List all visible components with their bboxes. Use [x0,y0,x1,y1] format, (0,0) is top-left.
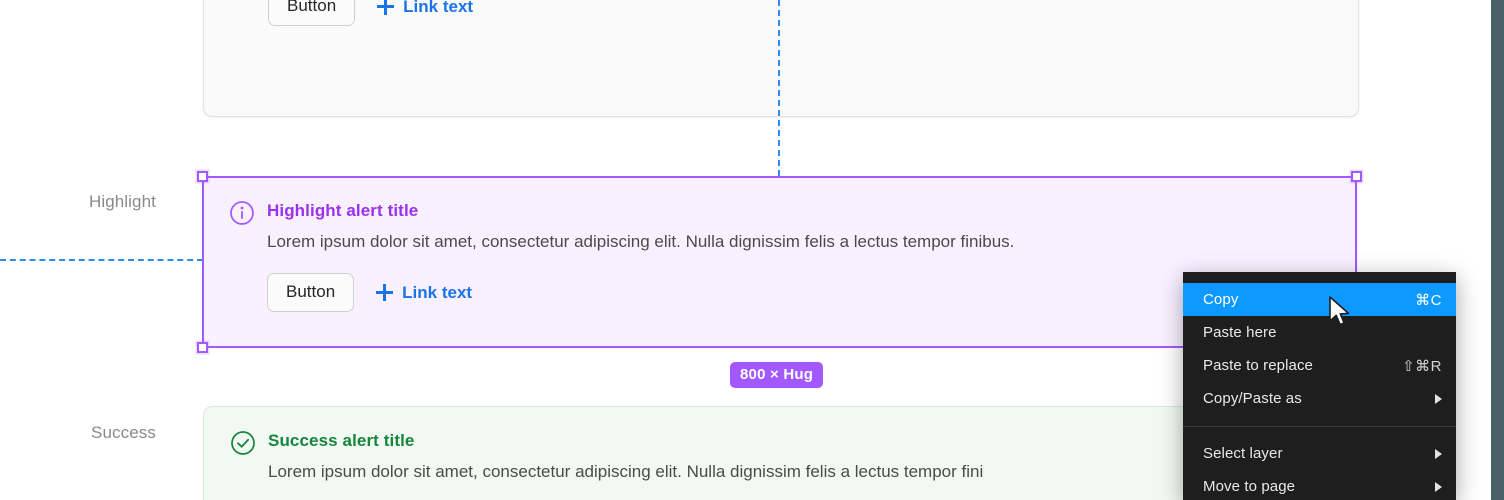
menu-item-paste-here[interactable]: Paste here [1183,316,1456,349]
menu-item-shortcut: ⇧⌘R [1402,357,1442,375]
alert-body: Lorem ipsum dolor sit amet, consectetur … [268,0,1332,26]
menu-item-label: Move to page [1203,478,1296,495]
alert-actions: Button Link text [268,0,1332,26]
alert-button[interactable]: Button [268,0,356,26]
window-edge-strip [1491,0,1504,500]
alert-actions: Button Link text [267,273,1332,312]
alert-row: Lorem ipsum dolor sit amet, consectetur … [230,0,1332,26]
alert-row: Highlight alert title Lorem ipsum dolor … [229,199,1332,312]
menu-item-copy-paste-as[interactable]: Copy/Paste as [1183,382,1456,415]
mouse-cursor-icon [1328,296,1352,330]
alert-link[interactable]: Link text [377,0,473,17]
submenu-arrow-icon [1435,393,1442,404]
alert-inner: Lorem ipsum dolor sit amet, consectetur … [204,0,1358,52]
menu-separator [1183,426,1456,427]
alert-link-label: Link text [402,282,473,302]
menu-item-label: Paste here [1203,324,1277,341]
alert-title: Highlight alert title [267,201,419,220]
alert-row: Success alert title Lorem ipsum dolor si… [230,429,1332,500]
alert-inner: Highlight alert title Lorem ipsum dolor … [203,177,1358,338]
menu-item-label: Select layer [1203,445,1283,462]
plus-icon [376,284,394,301]
row-label-highlight: Highlight [88,192,156,211]
submenu-arrow-icon [1435,481,1442,492]
menu-item-copy[interactable]: Copy ⌘C [1183,283,1456,316]
alert-link-label: Link text [403,0,474,16]
alignment-guide-vertical [778,0,780,176]
context-menu[interactable]: Copy ⌘C Paste here Paste to replace ⇧⌘R … [1183,272,1456,500]
alert-button[interactable]: Button [267,273,355,312]
submenu-arrow-icon [1435,448,1442,459]
alignment-guide-horizontal [0,259,203,261]
alert-card-neutral[interactable]: Lorem ipsum dolor sit amet, consectetur … [203,0,1359,117]
check-circle-icon [230,430,256,456]
menu-item-label: Paste to replace [1203,357,1313,374]
alert-card-highlight[interactable]: Highlight alert title Lorem ipsum dolor … [203,177,1358,348]
menu-item-move-to-page[interactable]: Move to page [1183,470,1456,500]
row-label-success: Success [91,423,156,442]
info-circle-icon [229,200,255,226]
alert-body: Success alert title Lorem ipsum dolor si… [268,429,1332,500]
menu-item-paste-to-replace[interactable]: Paste to replace ⇧⌘R [1183,349,1456,382]
alert-body: Highlight alert title Lorem ipsum dolor … [267,199,1332,312]
menu-item-shortcut: ⌘C [1415,291,1442,309]
plus-icon [377,0,395,15]
alert-description: Lorem ipsum dolor sit amet, consectetur … [267,232,1015,251]
menu-item-label: Copy [1203,291,1239,308]
size-badge: 800 × Hug [730,362,824,388]
alert-title: Success alert title [268,431,415,450]
menu-item-label: Copy/Paste as [1203,390,1302,407]
alert-description: Lorem ipsum dolor sit amet, consectetur … [268,462,984,481]
menu-item-select-layer[interactable]: Select layer [1183,437,1456,470]
alert-inner: Success alert title Lorem ipsum dolor si… [204,407,1358,500]
alert-link[interactable]: Link text [376,283,472,303]
